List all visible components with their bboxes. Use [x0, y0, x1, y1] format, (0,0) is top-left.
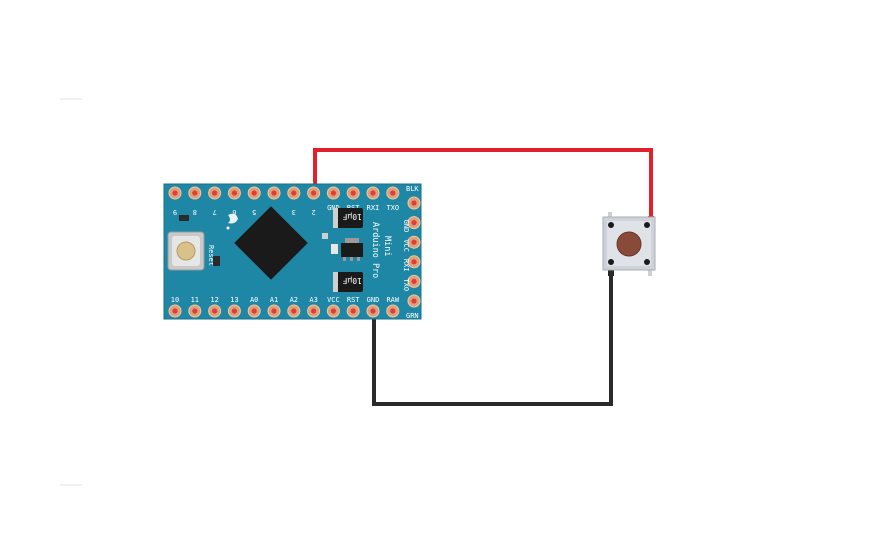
top-pin-pad-hole	[330, 190, 336, 196]
right-pin-pad-hole	[411, 200, 417, 206]
bottom-pin-pad-hole	[192, 308, 198, 314]
top-pin-label: 9	[173, 208, 177, 216]
push-button-cap	[616, 231, 642, 257]
ground-wire	[372, 272, 613, 406]
right-pin-label: RXI	[402, 259, 410, 272]
bottom-pin-label: 13	[230, 296, 238, 304]
bottom-pin-label: A2	[290, 296, 298, 304]
bottom-pin-pad-hole	[212, 308, 218, 314]
bottom-pin-label: 12	[210, 296, 218, 304]
bottom-pin-label: A3	[309, 296, 317, 304]
bottom-pin-pad-hole	[330, 308, 336, 314]
top-pin-label: 6	[232, 208, 236, 216]
right-pin-pad-hole	[411, 239, 417, 245]
bottom-pin-pad-hole	[251, 308, 257, 314]
corner-label-grn: GRN	[406, 312, 419, 320]
top-pin-pad-hole	[370, 190, 376, 196]
top-pin-pad-hole	[251, 190, 257, 196]
right-pin-label: VCC	[402, 239, 410, 252]
bottom-pin-label: 10	[171, 296, 179, 304]
faint-mark	[60, 484, 82, 486]
bottom-pin-pad-hole	[172, 308, 178, 314]
capacitor-2: 10μF	[333, 272, 363, 292]
top-pin-label: TXO	[386, 204, 399, 212]
top-pin-label: RXI	[367, 204, 380, 212]
bottom-pin-label: 11	[191, 296, 199, 304]
bottom-pin-pad-hole	[231, 308, 237, 314]
board-shade	[163, 183, 422, 320]
bottom-pin-pad-hole	[390, 308, 396, 314]
top-pin-pad-hole	[350, 190, 356, 196]
bottom-pin-label: A1	[270, 296, 278, 304]
top-pin-pad-hole	[231, 190, 237, 196]
board-subtitle: Mini	[382, 236, 392, 256]
top-pin-pad-hole	[390, 190, 396, 196]
top-pin-pad-hole	[172, 190, 178, 196]
bottom-pin-pad-hole	[311, 308, 317, 314]
capacitor-1-label: 10μF	[343, 212, 362, 221]
reset-button-component: Reset	[167, 231, 215, 271]
signal-wire	[313, 148, 653, 222]
top-pin-pad-hole	[271, 190, 277, 196]
bottom-pin-pad-hole	[271, 308, 277, 314]
top-pin-label: 7	[212, 208, 216, 216]
top-pin-pad-hole	[291, 190, 297, 196]
bottom-pin-pad-hole	[350, 308, 356, 314]
top-pin-pad-hole	[212, 190, 218, 196]
top-pin-pad-hole	[311, 190, 317, 196]
right-pin-pad-hole	[411, 259, 417, 265]
faint-mark	[60, 98, 82, 100]
resistor	[213, 256, 220, 266]
right-pin-label: TXO	[402, 278, 410, 291]
logo-icon	[228, 213, 238, 224]
bottom-pin-label: GND	[367, 296, 380, 304]
top-pin-pad-hole	[192, 190, 198, 196]
capacitor-2-label: 10μF	[343, 276, 362, 285]
bottom-pin-label: RST	[347, 296, 360, 304]
bottom-pin-label: VCC	[327, 296, 340, 304]
top-pin-label: 5	[252, 208, 256, 216]
resistor	[179, 215, 189, 221]
bottom-pin-pad-hole	[370, 308, 376, 314]
reset-label: Reset	[207, 245, 215, 266]
board-title: Arduino Pro	[370, 222, 380, 278]
right-pin-pad-hole	[411, 298, 417, 304]
top-pin-label: 2	[311, 208, 315, 216]
bottom-pin-label: RAW	[386, 296, 399, 304]
top-pin-label: 8	[193, 208, 197, 216]
bottom-pin-pad-hole	[291, 308, 297, 314]
microcontroller-chip	[234, 206, 308, 280]
led-indicator	[331, 244, 338, 254]
right-pin-pad-hole	[411, 220, 417, 226]
right-pin-label: GND	[402, 220, 410, 233]
capacitor-1: 10μF	[333, 208, 363, 228]
bottom-pin-label: A0	[250, 296, 258, 304]
arduino-pro-mini-board: 98765432GNDRSTRXITXO 10111213A0A1A2A3VCC…	[163, 183, 422, 320]
push-button	[602, 212, 656, 276]
resistor	[322, 233, 328, 239]
corner-label-blk: BLK	[406, 185, 419, 193]
right-pin-pad-hole	[411, 278, 417, 284]
voltage-regulator	[341, 238, 363, 261]
top-pin-label: 3	[292, 208, 296, 216]
led	[226, 226, 230, 230]
